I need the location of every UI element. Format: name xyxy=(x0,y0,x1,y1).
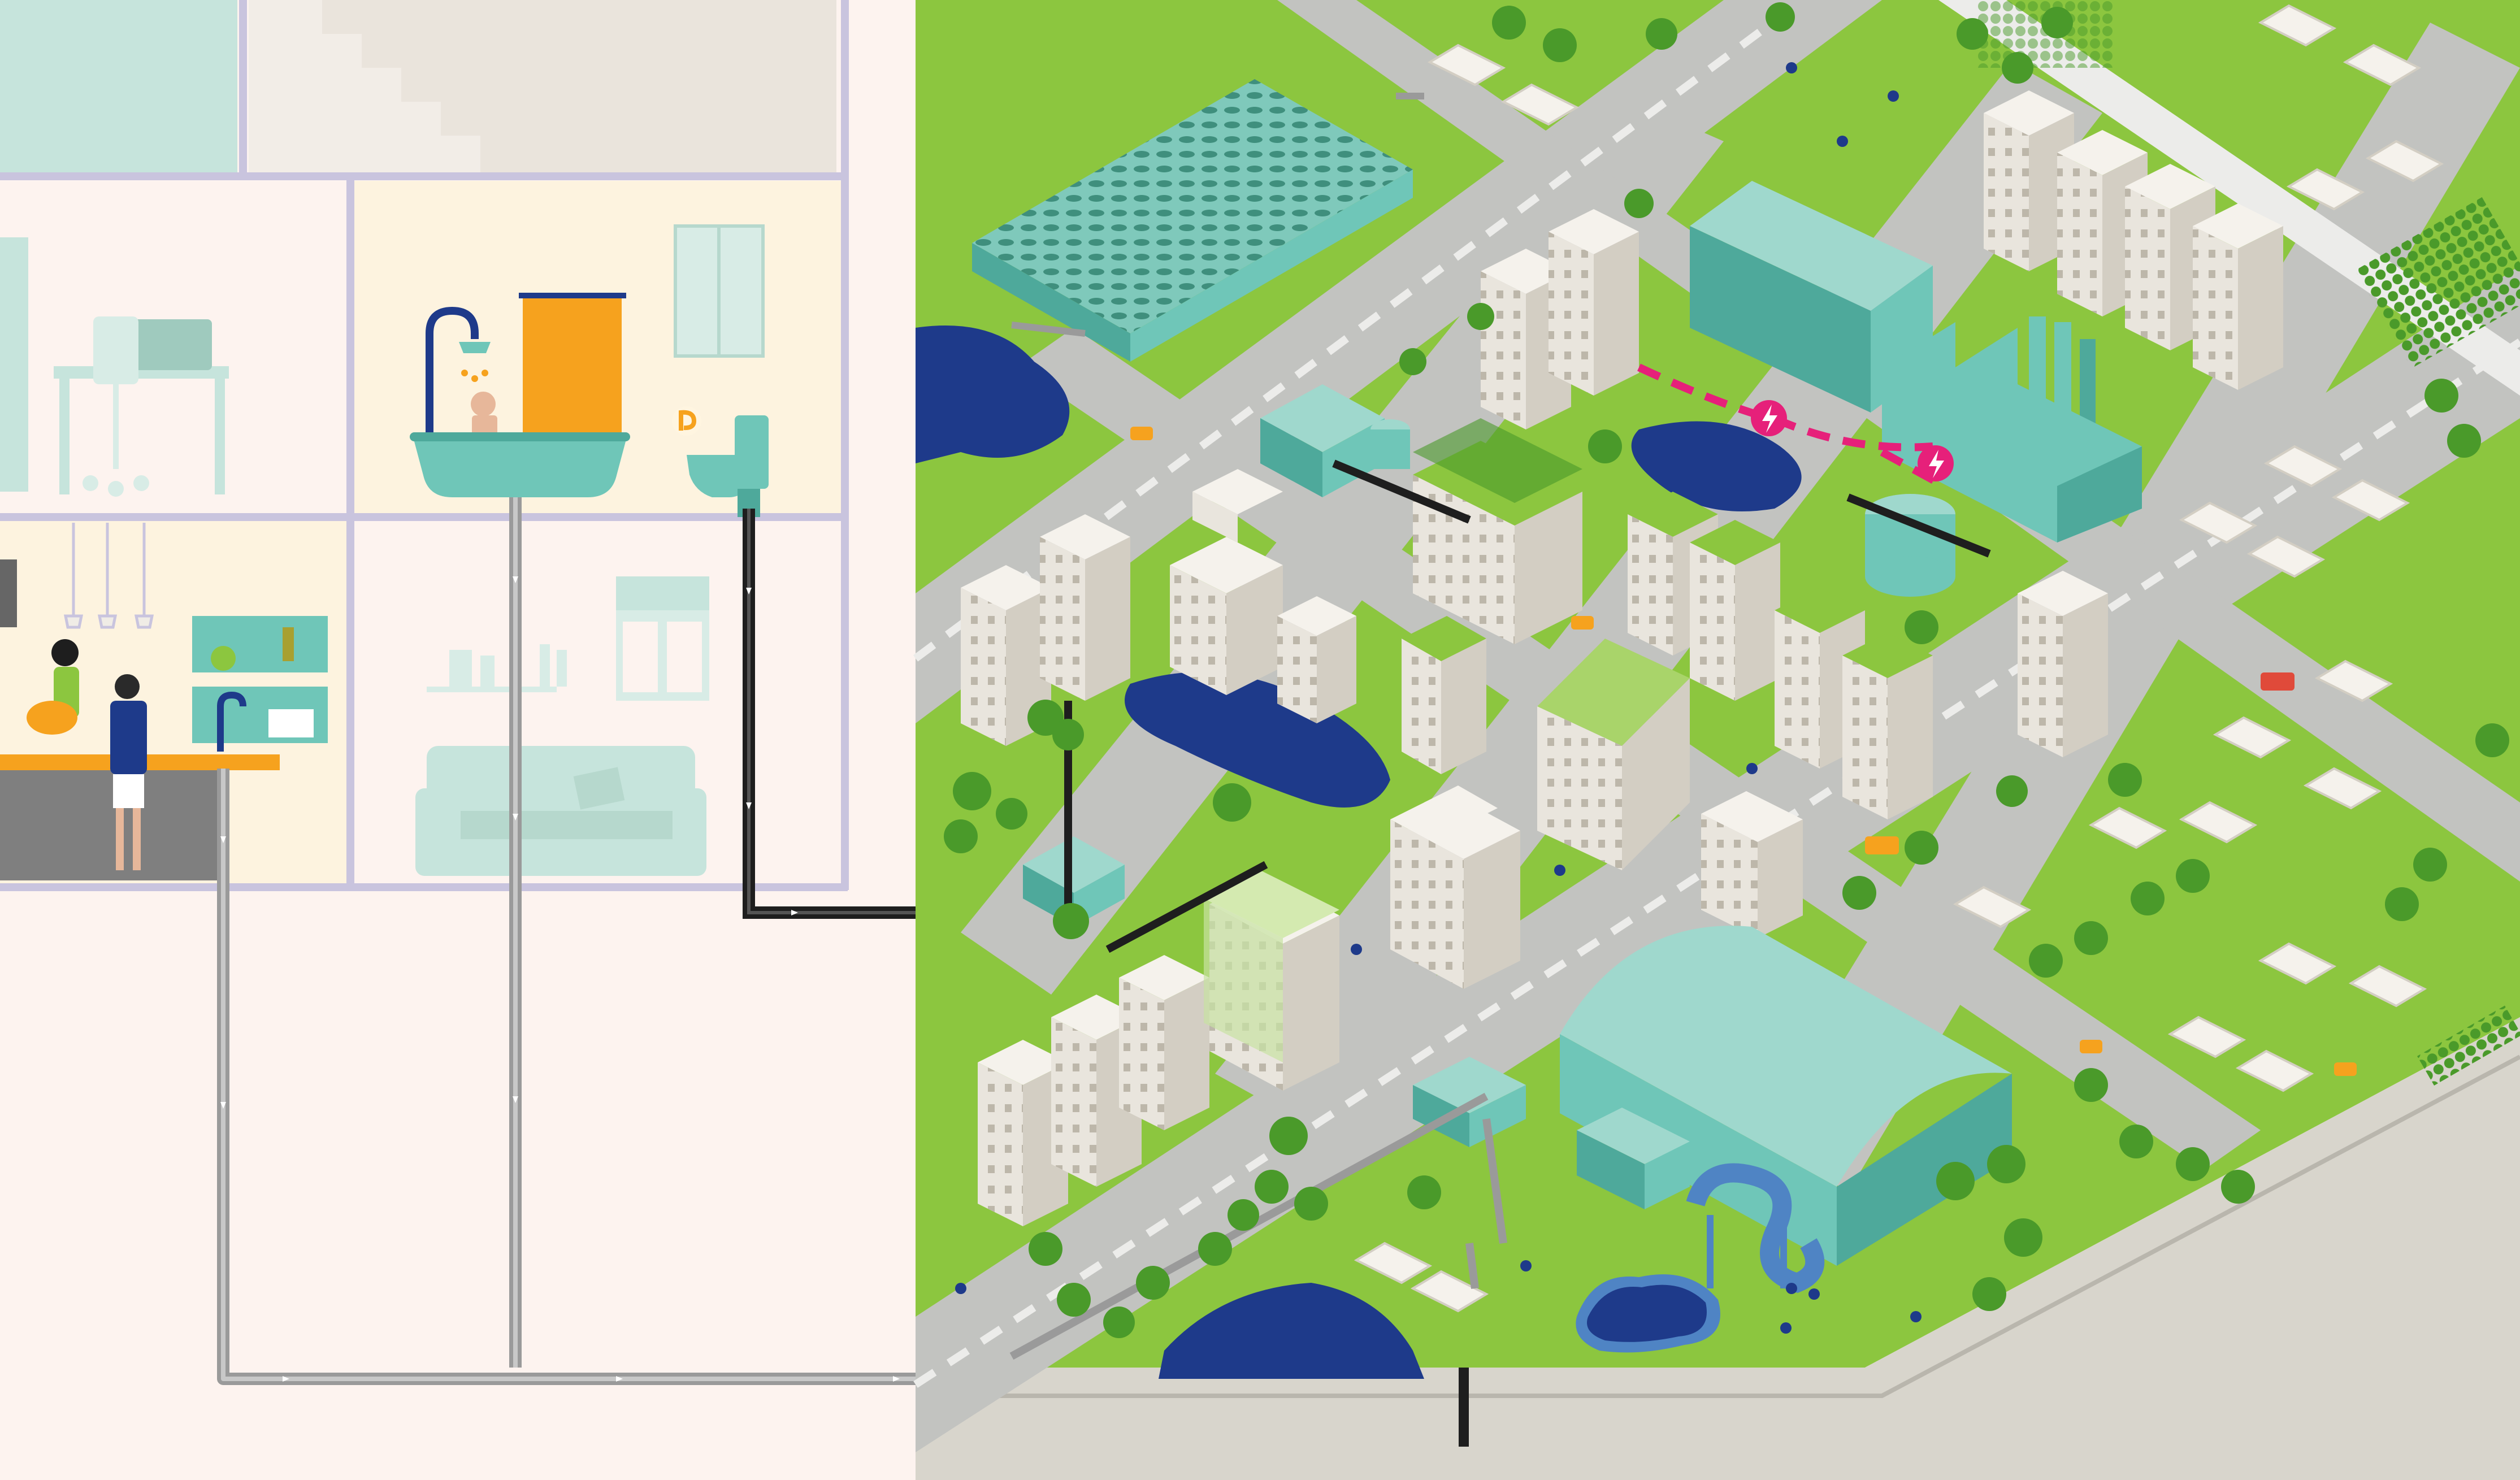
sofa xyxy=(415,746,706,876)
soil-cross-section xyxy=(916,1017,2520,1480)
toilet-icon xyxy=(687,415,769,517)
bathtub-icon xyxy=(410,392,630,497)
vehicles xyxy=(1130,427,2357,1076)
energy-bolt-icon xyxy=(1751,400,1787,436)
greenhouse-icon xyxy=(972,79,1413,362)
people xyxy=(955,62,1922,1334)
kitchen-shelves xyxy=(192,616,328,743)
living-room-window xyxy=(616,576,709,701)
kitchen-tap-icon xyxy=(217,691,246,752)
city-block xyxy=(913,0,2520,1480)
suburban-houses xyxy=(1354,4,2444,1313)
person-cooking xyxy=(27,639,79,735)
bookshelf xyxy=(427,644,567,692)
water-slide-icon xyxy=(1686,1163,1825,1293)
staircase xyxy=(322,0,836,172)
green-roof-buildings xyxy=(1402,418,1933,870)
energy-bolt-icon xyxy=(1918,445,1954,481)
range-hood xyxy=(0,559,17,627)
wall-cabinet xyxy=(674,224,765,358)
factory-icon xyxy=(1882,316,2142,542)
hedges xyxy=(1978,0,2520,1086)
pendant-lamps xyxy=(63,523,154,629)
person-at-counter xyxy=(110,674,147,870)
shower-icon xyxy=(426,306,491,435)
shower-curtain xyxy=(519,293,626,438)
ponds xyxy=(916,325,1802,1379)
water-treatment-unit xyxy=(1023,384,1955,1147)
recycling-badge-icon xyxy=(672,406,701,436)
house-cross-section xyxy=(0,0,1108,1480)
flow-arrow-icon xyxy=(220,576,1013,1382)
swimming-pool xyxy=(1576,1274,1720,1353)
apartment-towers xyxy=(961,90,2283,1226)
attic-window xyxy=(0,0,237,172)
sports-hall xyxy=(1560,926,2012,1266)
office-chair xyxy=(83,316,149,497)
desk xyxy=(0,237,229,494)
